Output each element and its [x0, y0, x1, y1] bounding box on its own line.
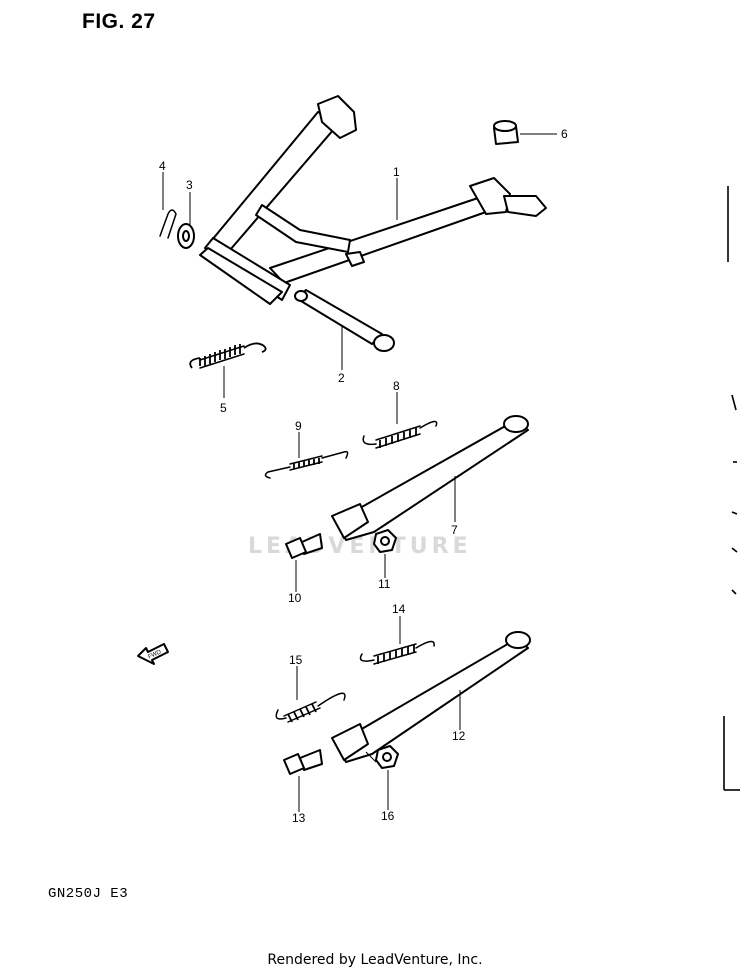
part-14-spring [359, 640, 435, 665]
part-11-nut [373, 529, 397, 553]
part-15-spring [275, 692, 346, 723]
callout-8: 8 [393, 379, 400, 393]
part-6-stopper [493, 120, 519, 145]
part-16-nut [375, 745, 399, 769]
callout-9: 9 [295, 419, 302, 433]
part-12-side-stand [331, 631, 531, 763]
callout-7: 7 [451, 523, 458, 537]
scan-margin-marks [723, 186, 740, 791]
callout-13: 13 [292, 811, 306, 825]
callout-12: 12 [452, 729, 466, 743]
part-10-bolt [285, 533, 323, 559]
part-7-side-stand [331, 415, 529, 541]
watermark: LEADVENTURE [248, 534, 472, 559]
figure-title: FIG. 27 [82, 10, 156, 33]
callout-10: 10 [288, 591, 302, 605]
callout-2: 2 [338, 371, 345, 385]
part-9-spring [264, 450, 349, 479]
model-code: GN250J E3 [48, 886, 129, 902]
leader-lines [162, 133, 557, 812]
fwd-arrow-icon: FWD [137, 643, 169, 665]
part-3-washer [177, 223, 195, 249]
callout-3: 3 [186, 178, 193, 192]
part-1-center-stand [199, 95, 547, 305]
callout-5: 5 [220, 401, 227, 415]
callout-1: 1 [393, 165, 400, 179]
part-5-spring [189, 342, 267, 369]
part-13-bolt [283, 749, 323, 775]
part-4-cotter-pin [159, 209, 177, 239]
callout-numbers: 1 2 3 4 5 6 7 8 9 10 11 12 13 14 15 16 [159, 127, 568, 825]
callout-6: 6 [561, 127, 568, 141]
part-2-shaft [294, 289, 395, 352]
callout-4: 4 [159, 159, 166, 173]
render-credit: Rendered by LeadVenture, Inc. [267, 952, 483, 968]
fwd-label: FWD [147, 649, 163, 660]
part-8-spring [362, 420, 438, 449]
callout-16: 16 [381, 809, 395, 823]
callout-14: 14 [392, 602, 406, 616]
callout-15: 15 [289, 653, 303, 667]
callout-11: 11 [378, 577, 391, 591]
